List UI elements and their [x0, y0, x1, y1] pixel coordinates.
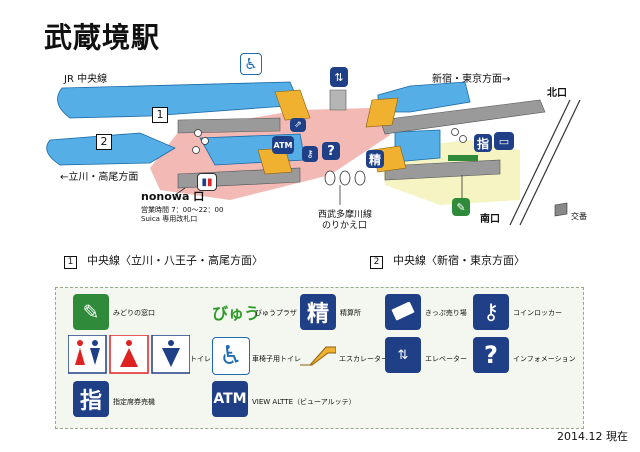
coin-locker-icon: ⚷ — [473, 294, 509, 330]
legend-shitei-label: 指定席券売機 — [113, 398, 155, 406]
toilet-icon: ▮▮ — [197, 173, 217, 191]
legend-atm-label: VIEW ALTTE（ビューアルッテ） — [252, 398, 356, 406]
page-title: 武蔵境駅 — [44, 21, 161, 54]
shitei-ticket-machine-icon: 指 — [73, 381, 109, 417]
line-legend-num: 1 — [64, 256, 77, 269]
elevator-icon: ⇅ — [385, 337, 421, 373]
structure-lower-right — [384, 159, 501, 181]
escalator-shape — [300, 346, 337, 366]
line-legend-text: 中央線〈新宿・東京方面〉 — [393, 254, 525, 267]
ticket-machine-icon: ▭ — [494, 132, 514, 150]
midori-window-icon: ✎ — [73, 294, 109, 330]
legend-viewplaza-label: びゅうプラザ — [255, 309, 297, 317]
atm-icon: ATM — [212, 381, 248, 417]
toilet-icon-group — [67, 334, 191, 375]
road-line — [509, 99, 571, 226]
escalator-icon — [300, 343, 337, 367]
nonowa-suica: Suica 専用改札口 — [141, 215, 198, 223]
line-legend-1: 1 中央線〈立川・八王子・高尾方面〉 — [64, 252, 263, 269]
platform-upper-left — [57, 81, 301, 119]
escalator — [365, 97, 399, 128]
legend-coinlocker-label: コインロッカー — [513, 309, 562, 317]
wheelchair-toilet-icon: ♿ — [240, 53, 262, 75]
seibu-transfer-line: 西武多摩川線 — [318, 210, 373, 220]
shitei-ticket-machine-icon: 指 — [474, 134, 492, 152]
date-stamp: 2014.12 現在 — [557, 430, 628, 443]
coin-locker-icon — [201, 137, 209, 145]
gate-icon — [354, 170, 366, 186]
south-exit-label: 南口 — [480, 214, 500, 225]
line-legend-text: 中央線〈立川・八王子・高尾方面〉 — [87, 254, 263, 267]
direction-tachikawa: ←立川・高尾方面 — [60, 172, 139, 183]
escalator — [274, 89, 311, 121]
seisan-icon: 精 — [366, 150, 384, 168]
atm-icon: ATM — [272, 136, 294, 154]
line-legend-num: 2 — [370, 256, 383, 269]
structure-upper — [177, 117, 281, 134]
legend-seisanjo-label: 精算所 — [340, 309, 361, 317]
wheelchair-toilet-icon: ♿ — [212, 337, 250, 375]
view-plaza-logo: びゅう — [212, 304, 261, 323]
toilet-icons — [67, 334, 191, 374]
legend-midori-label: みどりの窓口 — [113, 309, 155, 317]
platform-number-2: 2 — [96, 134, 112, 150]
structure-upper-right — [379, 99, 546, 135]
midori-window-icon: ✎ — [452, 198, 470, 216]
legend-kippu-label: きっぷ売り場 — [425, 309, 467, 317]
koban-icon — [554, 202, 568, 217]
legend-wheelchair-toilet-label: 車椅子用トイレ — [252, 355, 301, 363]
legend-elevator-label: エレベーター — [425, 355, 467, 363]
koban-label: 交番 — [571, 212, 587, 221]
seisan-icon: 精 — [300, 294, 336, 330]
platform-number-1: 1 — [152, 107, 168, 123]
ticket-gate — [448, 155, 478, 161]
gate-icon — [324, 170, 336, 186]
ticket-machine-icon — [385, 294, 421, 330]
line-legend-2: 2 中央線〈新宿・東京方面〉 — [370, 252, 525, 269]
direction-shinjuku: 新宿・東京方面→ — [432, 74, 511, 85]
coin-locker-icon — [194, 129, 202, 137]
coin-locker-icon — [451, 128, 459, 136]
nonowa-exit-label: nonowa 口 — [141, 190, 205, 203]
information-icon: ? — [322, 142, 340, 160]
central-tower — [329, 89, 347, 111]
gate-icon — [339, 170, 351, 186]
escalator-map-icon: ⇗ — [290, 118, 306, 132]
north-exit-label: 北口 — [547, 88, 567, 99]
coin-locker-icon — [192, 146, 200, 154]
coin-locker-icon — [459, 135, 467, 143]
seibu-transfer-gate: のりかえ口 — [322, 221, 368, 231]
jr-line-label: JR 中央線 — [64, 74, 108, 85]
legend-info-label: インフォメーション — [513, 355, 576, 363]
legend-escalator-label: エスカレーター — [339, 355, 388, 363]
information-icon: ? — [473, 337, 509, 373]
coin-locker-map-icon: ⚷ — [302, 146, 318, 162]
legend-toilet-label: トイレ — [190, 355, 211, 363]
pointer-line — [174, 187, 186, 196]
ticket-icon-shape — [391, 302, 415, 321]
road-line — [519, 99, 581, 226]
nonowa-hours: 営業時間 7：00～22：00 — [141, 206, 224, 214]
elevator-icon: ⇅ — [330, 67, 348, 87]
